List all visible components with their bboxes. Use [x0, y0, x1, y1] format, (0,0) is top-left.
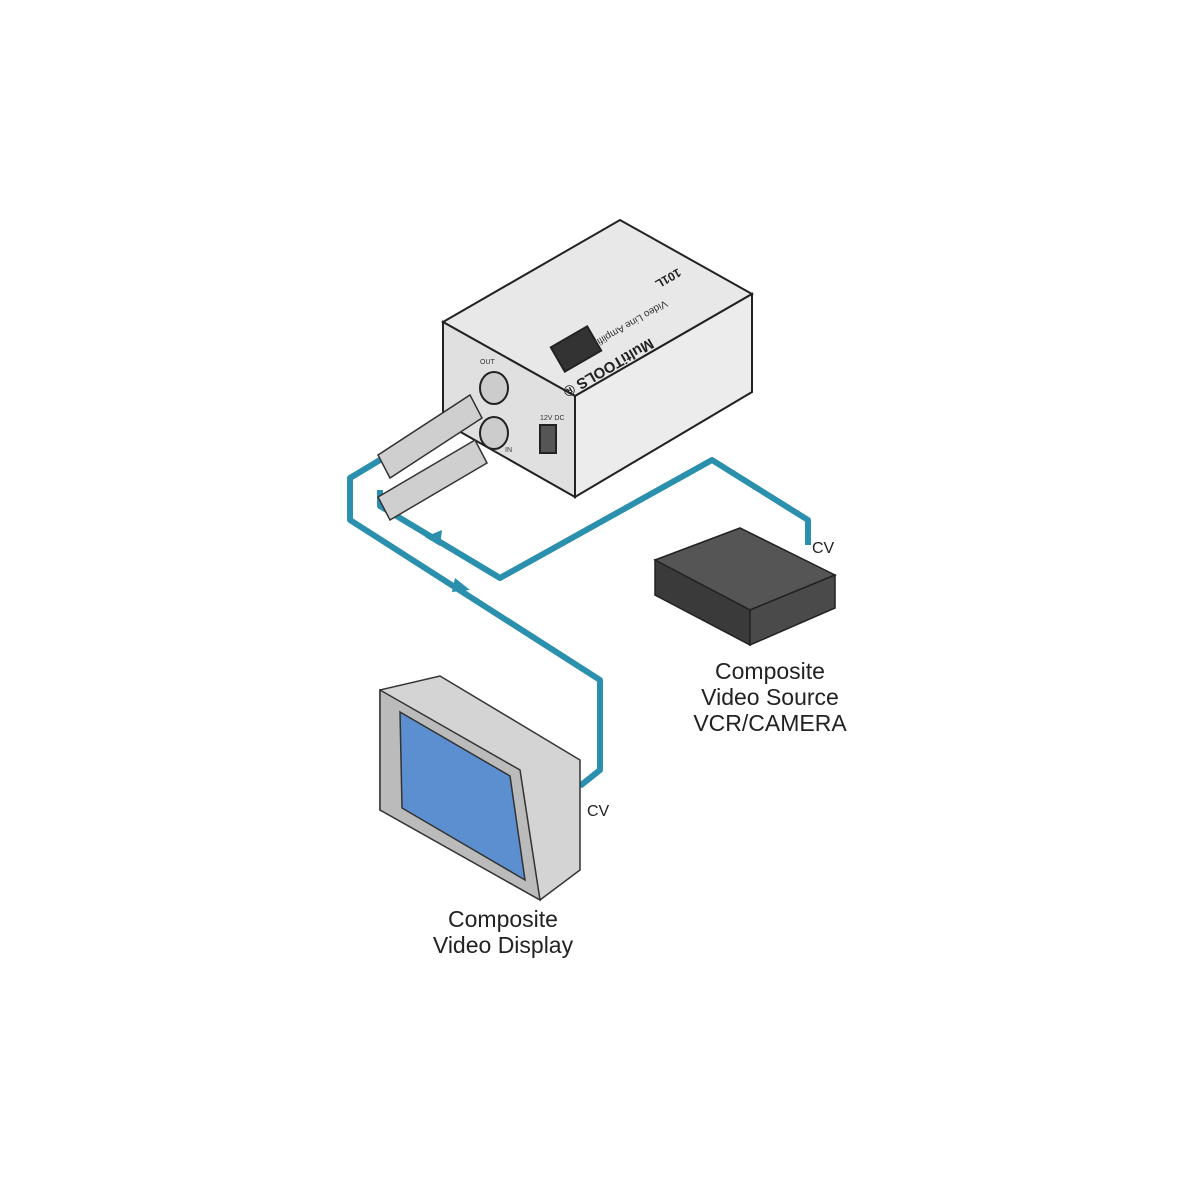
composite-video-display	[379, 675, 581, 902]
video-line-amplifier	[440, 218, 755, 499]
source-label: Composite Video Source VCR/CAMERA	[660, 658, 880, 736]
source-label-line1: Composite	[715, 658, 825, 684]
vcr-camera-device	[653, 527, 837, 647]
port-out-label: OUT	[480, 359, 496, 366]
display-label-line1: Composite	[448, 906, 558, 932]
port-in-label: IN	[505, 447, 512, 454]
power-label: 12V DC	[540, 415, 565, 422]
display-label: Composite Video Display	[393, 906, 613, 958]
display-label-line2: Video Display	[432, 932, 574, 958]
source-cv-label: CV	[812, 540, 835, 557]
bnc-connectors	[377, 393, 488, 522]
arrow-out-icon	[452, 578, 470, 592]
arrow-in-icon	[425, 530, 442, 546]
display-cable	[347, 457, 603, 789]
source-label-line2: Video Source	[701, 684, 839, 710]
display-cv-label: CV	[587, 803, 610, 820]
source-cable	[377, 457, 811, 581]
cables	[347, 457, 811, 789]
source-label-line3: VCR/CAMERA	[693, 710, 847, 736]
